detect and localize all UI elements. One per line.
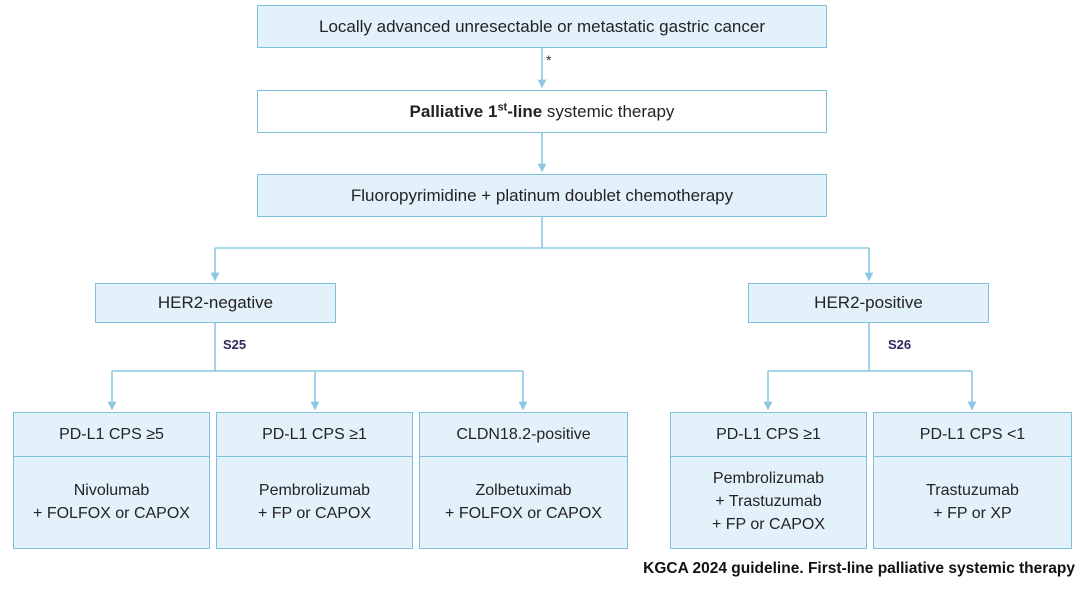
treatment-biomarker: PD-L1 CPS <1 bbox=[874, 413, 1071, 457]
treatment-card: PD-L1 CPS <1 Trastuzumab + FP or XP bbox=[873, 412, 1072, 549]
regimen-line: Zolbetuximab bbox=[475, 481, 572, 499]
treatment-biomarker: PD-L1 CPS ≥1 bbox=[217, 413, 412, 457]
treatment-biomarker: PD-L1 CPS ≥1 bbox=[671, 413, 866, 457]
node-her2-positive: HER2-positive bbox=[748, 283, 989, 323]
treatment-regimen: Zolbetuximab + FOLFOX or CAPOX bbox=[420, 457, 627, 548]
palliative-superscript: st bbox=[497, 101, 508, 114]
treatment-card: PD-L1 CPS ≥1 Pembrolizumab + Trastuzumab… bbox=[670, 412, 867, 549]
node-palliative-therapy: Palliative 1st-line systemic therapy bbox=[257, 90, 827, 133]
regimen-line: + FOLFOX or CAPOX bbox=[33, 504, 190, 522]
figure-caption: KGCA 2024 guideline. First-line palliati… bbox=[643, 560, 1075, 577]
node-diagnosis-label: Locally advanced unresectable or metasta… bbox=[318, 16, 765, 36]
node-chemotherapy: Fluoropyrimidine + platinum doublet chem… bbox=[257, 174, 827, 217]
regimen-line: + FOLFOX or CAPOX bbox=[445, 504, 602, 522]
palliative-rest: systemic therapy bbox=[542, 101, 675, 121]
node-her2-negative-label: HER2-negative bbox=[157, 293, 274, 313]
node-diagnosis: Locally advanced unresectable or metasta… bbox=[257, 5, 827, 48]
treatment-card: CLDN18.2-positive Zolbetuximab + FOLFOX … bbox=[419, 412, 628, 549]
regimen-line: + FP or CAPOX bbox=[257, 504, 372, 522]
palliative-tail: -line bbox=[507, 101, 543, 121]
regimen-line: Pembrolizumab bbox=[258, 481, 371, 499]
regimen-line: Pembrolizumab bbox=[712, 470, 825, 488]
node-chemo-label: Fluoropyrimidine + platinum doublet chem… bbox=[350, 185, 734, 205]
treatment-regimen: Trastuzumab + FP or XP bbox=[874, 457, 1071, 548]
regimen-line: Nivolumab bbox=[73, 481, 150, 499]
supplement-label-s26: S26 bbox=[888, 337, 912, 352]
regimen-line: Trastuzumab bbox=[926, 481, 1019, 499]
node-palliative-label: Palliative 1st-line systemic therapy bbox=[410, 101, 675, 122]
regimen-line: + FP or CAPOX bbox=[711, 515, 826, 533]
regimen-line: + FP or XP bbox=[933, 504, 1012, 522]
node-her2-negative: HER2-negative bbox=[95, 283, 336, 323]
treatment-regimen: Nivolumab + FOLFOX or CAPOX bbox=[14, 457, 209, 548]
node-her2-positive-label: HER2-positive bbox=[814, 293, 923, 313]
palliative-lead: Palliative 1 bbox=[409, 101, 498, 121]
regimen-line: + Trastuzumab bbox=[715, 493, 822, 511]
treatment-card: PD-L1 CPS ≥5 Nivolumab + FOLFOX or CAPOX bbox=[13, 412, 210, 549]
treatment-card: PD-L1 CPS ≥1 Pembrolizumab + FP or CAPOX bbox=[216, 412, 413, 549]
treatment-regimen: Pembrolizumab + Trastuzumab + FP or CAPO… bbox=[671, 457, 866, 548]
footnote-asterisk: * bbox=[546, 52, 552, 68]
supplement-label-s25: S25 bbox=[223, 337, 247, 352]
treatment-regimen: Pembrolizumab + FP or CAPOX bbox=[217, 457, 412, 548]
treatment-biomarker: CLDN18.2-positive bbox=[420, 413, 627, 457]
treatment-biomarker: PD-L1 CPS ≥5 bbox=[14, 413, 209, 457]
